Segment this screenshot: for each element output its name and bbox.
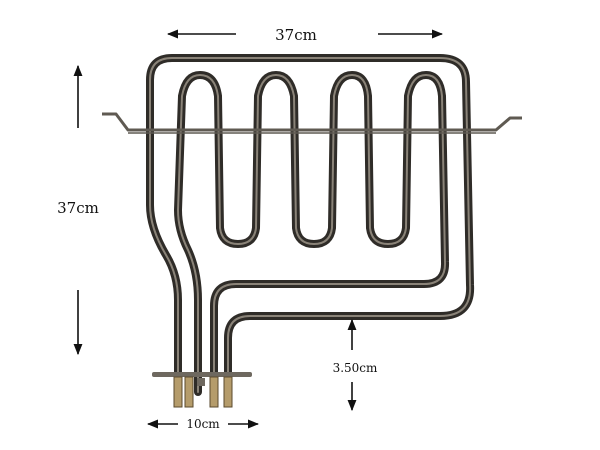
height-label: 37cm	[57, 199, 99, 217]
leg-height-label: 3.50cm	[333, 361, 378, 375]
heating-element	[146, 54, 475, 396]
terminal-3	[209, 376, 219, 408]
terminal-block	[152, 372, 252, 408]
terminal-1	[173, 376, 183, 408]
terminal-2	[184, 376, 194, 408]
dimension-arrows	[73, 29, 444, 429]
support-bracket	[102, 112, 522, 134]
terminal-4	[223, 376, 233, 408]
width-label: 37cm	[275, 26, 317, 44]
mounting-plate	[152, 372, 252, 377]
terminal-width-label: 10cm	[186, 417, 220, 431]
